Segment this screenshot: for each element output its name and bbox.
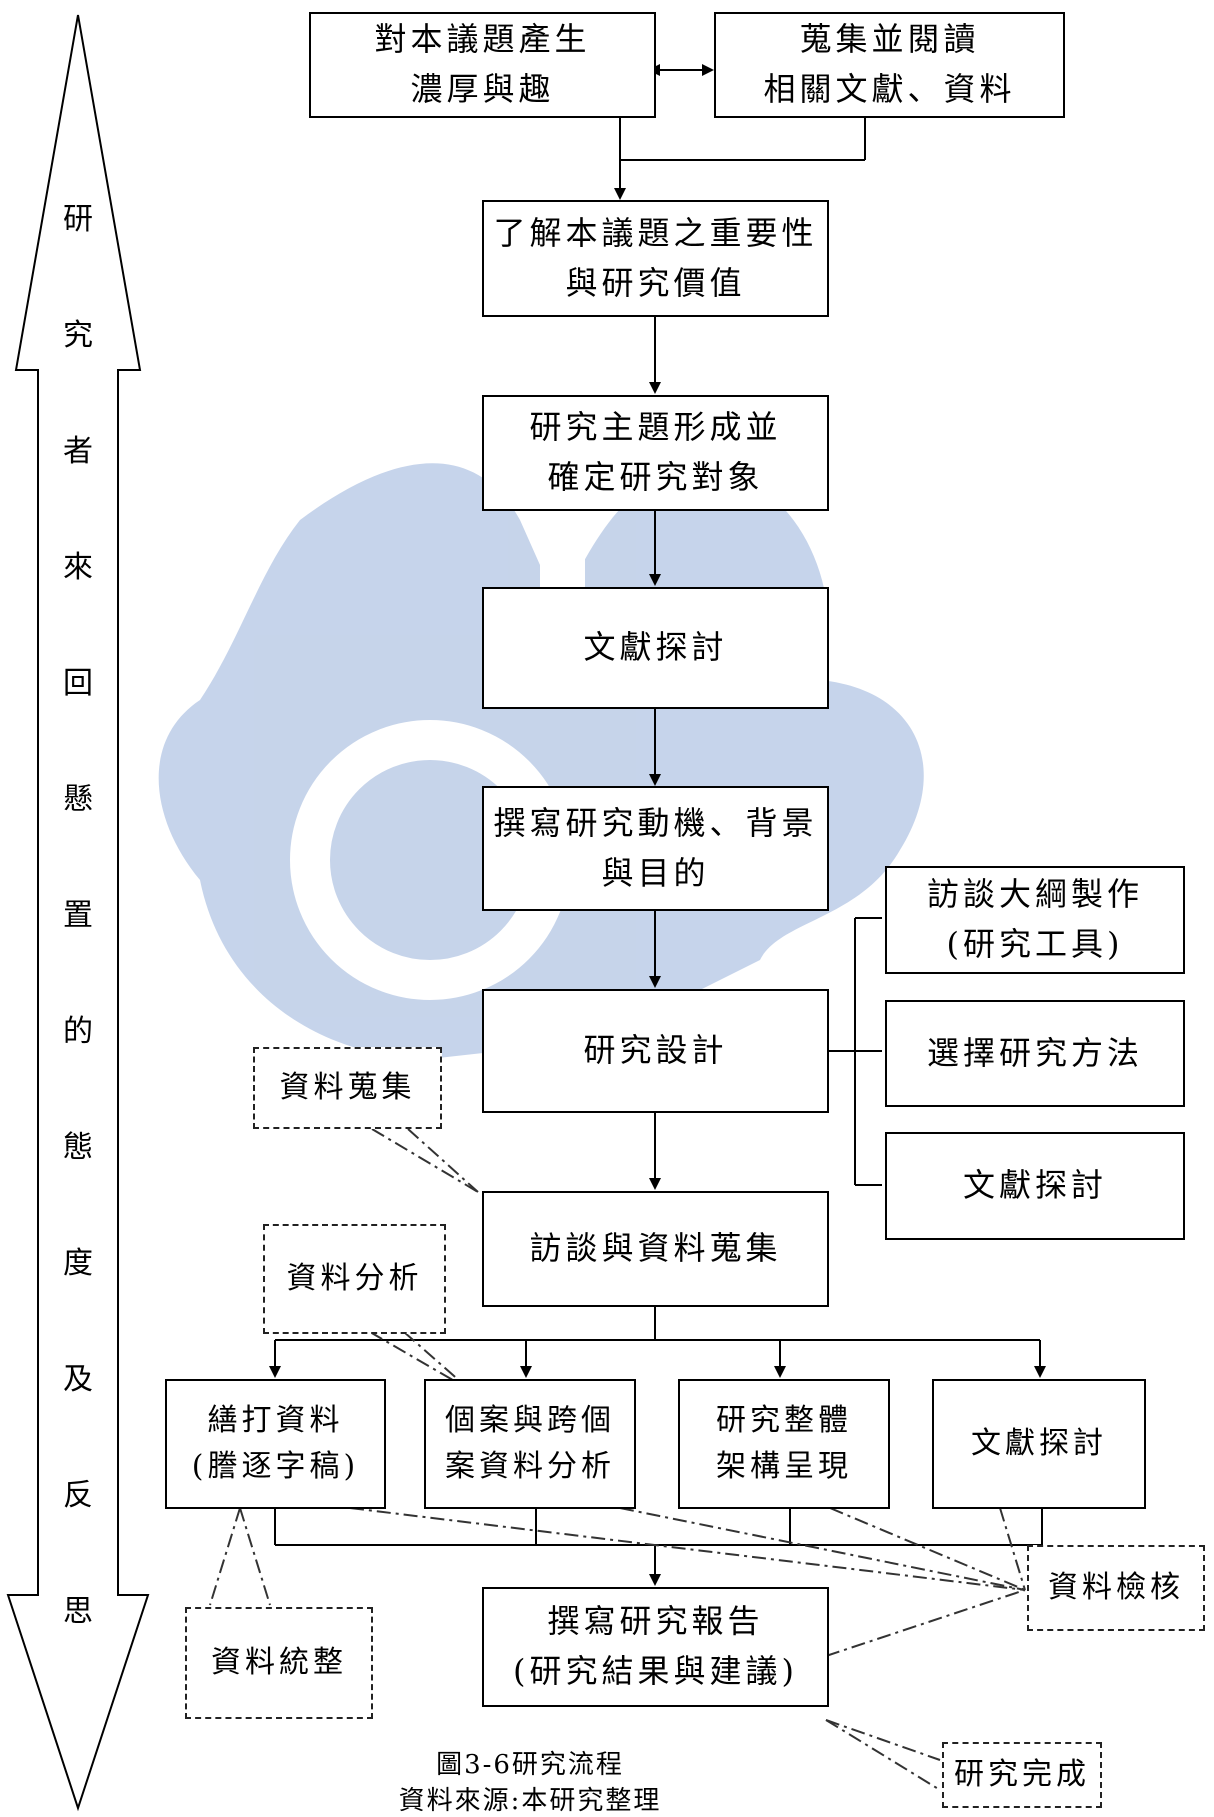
callout-data-analysis-label: 資料分析 — [286, 1260, 423, 1296]
step-interest-line2: 濃厚與趣 — [410, 70, 555, 108]
step-lit-review-label: 文獻探討 — [583, 628, 728, 667]
analysis-lit-label: 文獻探討 — [971, 1425, 1107, 1461]
figure-source: 資料來源:本研究整理 — [398, 1786, 662, 1816]
side-label-char: 究 — [63, 318, 93, 353]
step-lit-review: 文獻探討 — [482, 587, 829, 709]
analysis-case-line2: 案資料分析 — [445, 1449, 615, 1484]
callout-data-collect: 資料蒐集 — [253, 1047, 442, 1129]
design-method-label: 選擇研究方法 — [926, 1033, 1143, 1072]
figure-caption: 圖3-6研究流程 — [436, 1750, 624, 1780]
step-collect-line1: 蒐集並閱讀 — [799, 20, 980, 59]
callout-data-organize-label: 資料統整 — [211, 1644, 347, 1680]
step-topic-line1: 研究主題形成並 — [529, 408, 782, 447]
step-collect: 蒐集並閱讀 相關文獻、資料 — [714, 12, 1065, 118]
connectors — [269, 64, 1046, 1586]
side-label-char: 及 — [63, 1362, 93, 1397]
side-label-char: 回 — [63, 666, 93, 701]
design-method: 選擇研究方法 — [885, 1000, 1185, 1107]
analysis-case-line1: 個案與跨個 — [445, 1402, 615, 1438]
callout-data-organize: 資料統整 — [185, 1607, 373, 1719]
step-interview: 訪談與資料蒐集 — [482, 1191, 829, 1307]
side-label-char: 度 — [63, 1246, 93, 1281]
step-interest-line1: 對本議題產生 — [374, 20, 591, 59]
callout-complete-label: 研究完成 — [954, 1756, 1090, 1792]
side-label-char: 來 — [63, 550, 93, 585]
step-motivation: 撰寫研究動機、背景 與目的 — [482, 786, 829, 911]
callout-data-collect-label: 資料蒐集 — [279, 1069, 416, 1105]
dash-dot-lines — [209, 1128, 1026, 1791]
step-interview-label: 訪談與資料蒐集 — [529, 1229, 782, 1268]
step-report-line1: 撰寫研究報告 — [547, 1602, 764, 1641]
design-outline: 訪談大綱製作 (研究工具) — [885, 866, 1185, 974]
side-label-char: 懸 — [63, 782, 93, 817]
step-importance-line1: 了解本議題之重要性 — [493, 213, 818, 252]
side-label-char: 的 — [63, 1014, 93, 1049]
step-motivation-line2: 與目的 — [601, 853, 710, 892]
analysis-transcribe: 繕打資料 (謄逐字稿) — [165, 1379, 386, 1509]
callout-data-check-label: 資料檢核 — [1048, 1569, 1184, 1605]
analysis-transcribe-line1: 繕打資料 — [207, 1402, 344, 1438]
side-label-char: 態 — [63, 1130, 93, 1165]
step-topic: 研究主題形成並 確定研究對象 — [482, 395, 829, 511]
bidirectional-side-arrow — [6, 14, 150, 1812]
callout-data-analysis: 資料分析 — [263, 1224, 446, 1334]
step-topic-line2: 確定研究對象 — [547, 458, 764, 496]
step-interest: 對本議題產生 濃厚與趣 — [309, 12, 656, 118]
design-outline-line2: (研究工具) — [946, 925, 1124, 963]
step-design: 研究設計 — [482, 989, 829, 1113]
watermark-logo — [158, 463, 924, 1061]
design-lit-label: 文獻探討 — [962, 1166, 1107, 1205]
analysis-framework-line1: 研究整體 — [716, 1402, 852, 1438]
analysis-lit: 文獻探討 — [932, 1379, 1146, 1509]
analysis-case: 個案與跨個 案資料分析 — [424, 1379, 636, 1509]
analysis-transcribe-line2: (謄逐字稿) — [191, 1449, 360, 1484]
step-report: 撰寫研究報告 (研究結果與建議) — [482, 1587, 829, 1707]
step-importance-line2: 與研究價值 — [565, 263, 746, 302]
side-label-char: 研 — [63, 202, 93, 237]
side-label-char: 反 — [63, 1478, 93, 1513]
side-label-char: 置 — [63, 898, 93, 933]
callout-data-check: 資料檢核 — [1027, 1545, 1205, 1631]
side-label-char: 者 — [63, 434, 93, 469]
analysis-framework-line2: 架構呈現 — [716, 1449, 852, 1484]
step-design-label: 研究設計 — [583, 1031, 728, 1070]
design-outline-line1: 訪談大綱製作 — [926, 875, 1143, 914]
step-motivation-line1: 撰寫研究動機、背景 — [493, 803, 818, 842]
analysis-framework: 研究整體 架構呈現 — [678, 1379, 890, 1509]
design-lit: 文獻探討 — [885, 1132, 1185, 1240]
step-collect-line2: 相關文獻、資料 — [763, 70, 1016, 108]
step-importance: 了解本議題之重要性 與研究價值 — [482, 200, 829, 317]
callout-complete: 研究完成 — [942, 1742, 1102, 1808]
step-report-line2: (研究結果與建議) — [513, 1652, 798, 1690]
side-label-char: 思 — [63, 1594, 93, 1629]
